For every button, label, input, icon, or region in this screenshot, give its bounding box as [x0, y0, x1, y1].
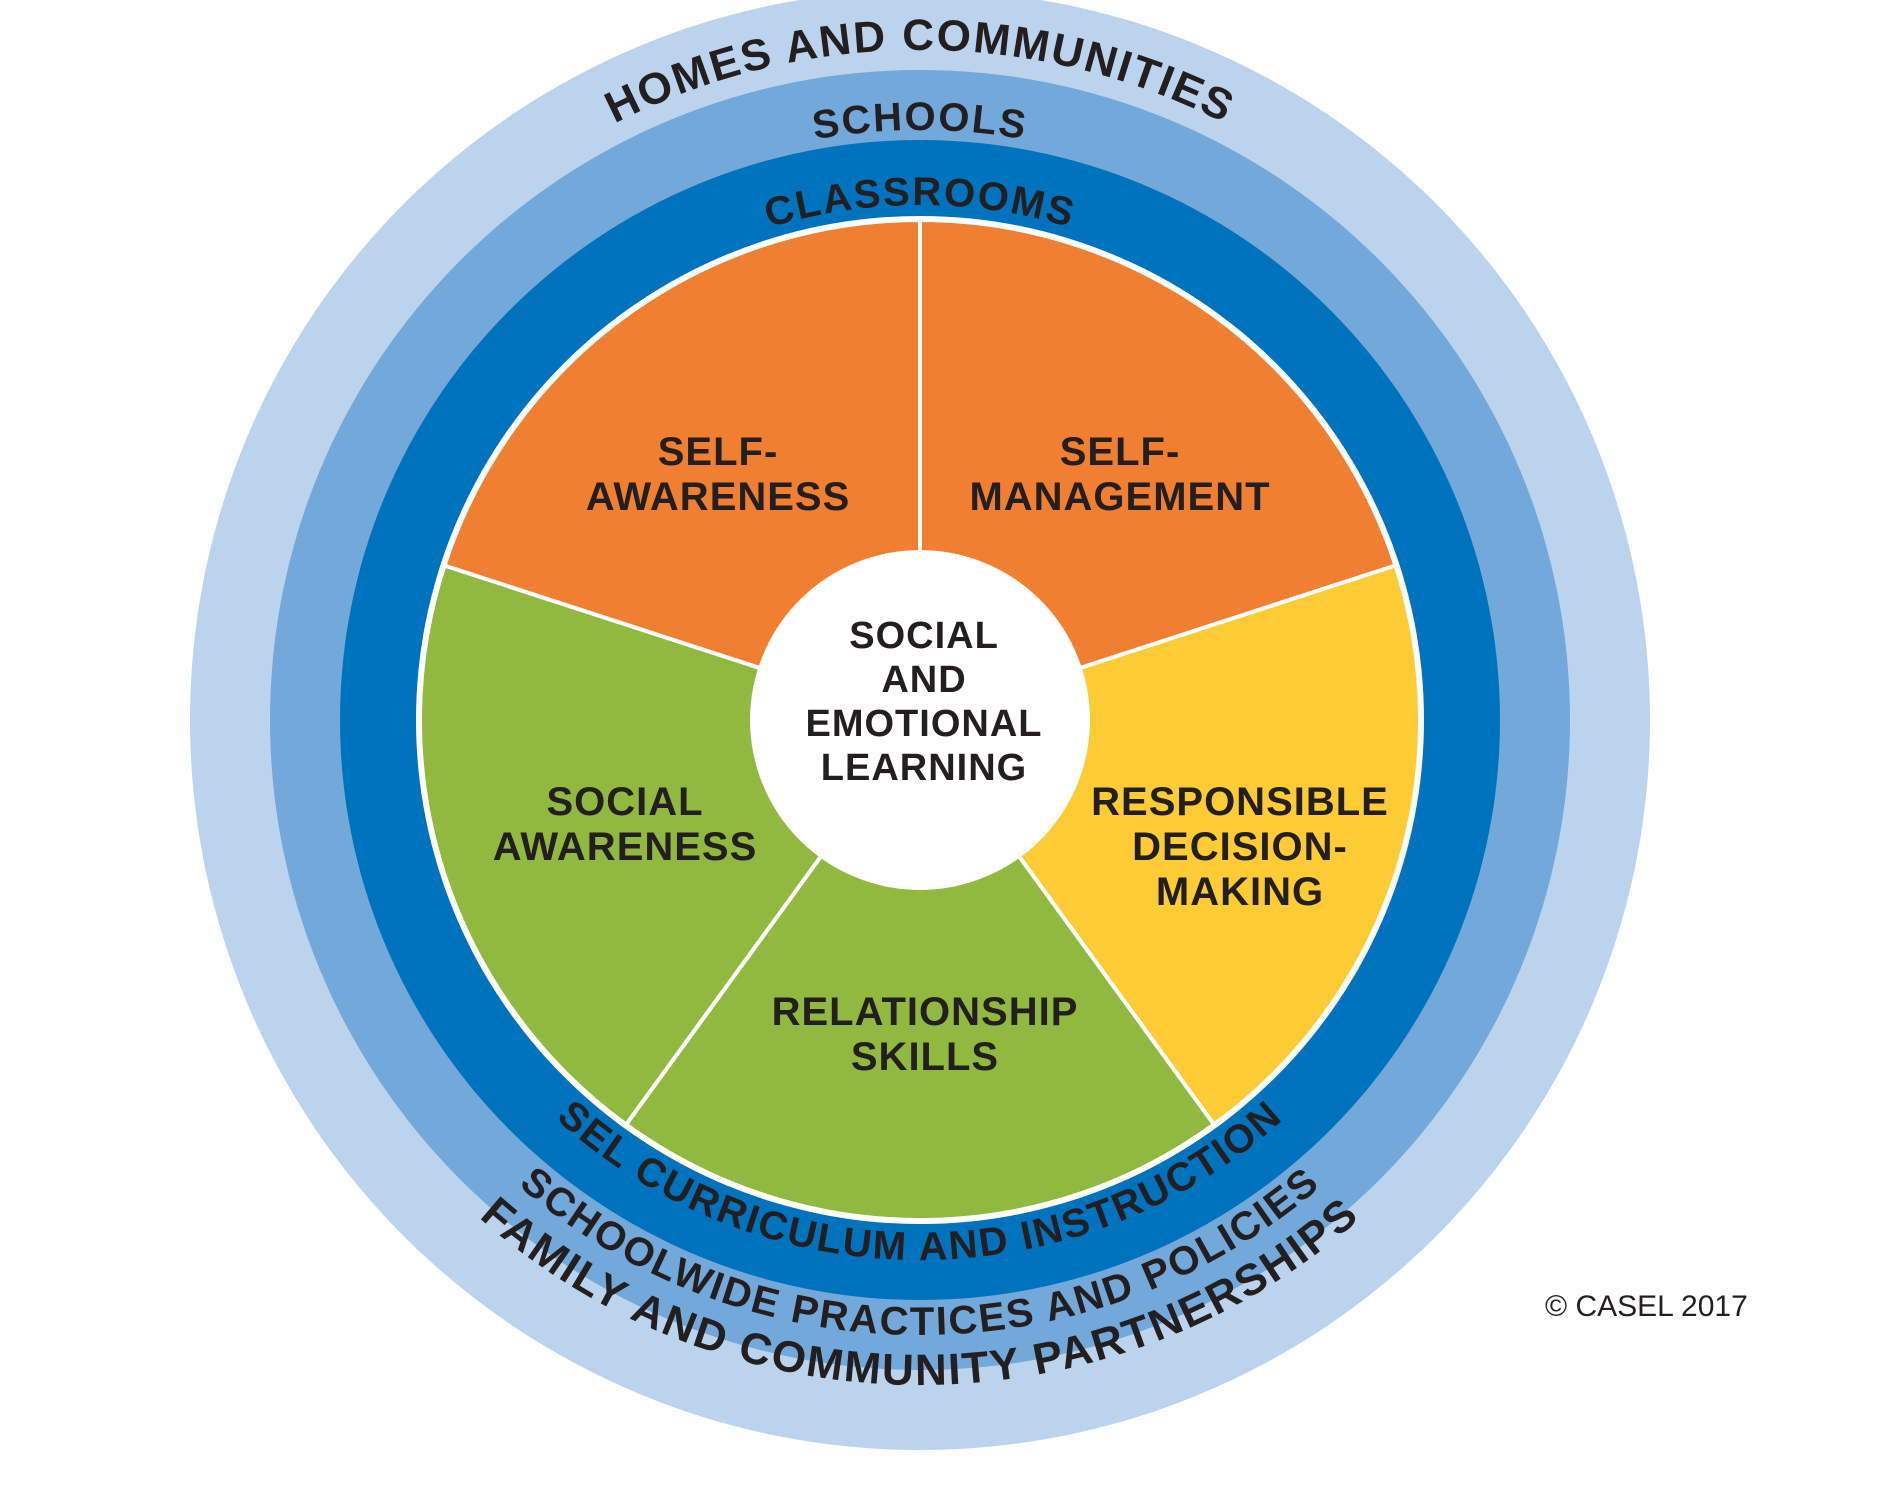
copyright-notice: © CASEL 2017	[1545, 1290, 1748, 1323]
segment-wedge-self-awareness	[441, 217, 922, 723]
segment-label-line: SKILLS	[851, 1035, 999, 1079]
segment-label-line: RELATIONSHIP	[772, 990, 1079, 1034]
segment-relationship-skills: RELATIONSHIP SKILLS	[772, 990, 1079, 1079]
segment-responsible-decision-making: RESPONSIBLE DECISION- MAKING	[1091, 780, 1389, 914]
segment-label-line: AWARENESS	[493, 825, 758, 869]
segment-wedge-self-management	[918, 217, 1399, 723]
segment-wedge-relationship-skills	[623, 716, 1217, 1223]
center-label: SOCIAL AND EMOTIONAL LEARNING	[806, 615, 1043, 789]
segment-label-line: RESPONSIBLE	[1091, 780, 1389, 824]
segment-self-awareness: SELF- AWARENESS	[586, 430, 851, 519]
segment-label-line: MAKING	[1156, 870, 1324, 914]
segment-social-awareness: SOCIAL AWARENESS	[493, 780, 758, 869]
segment-label-line: AWARENESS	[586, 475, 851, 519]
segment-label-line: SELF-	[658, 430, 779, 474]
segment-label-line: DECISION-	[1132, 825, 1348, 869]
center-circle	[750, 550, 1090, 890]
segment-label-line: SELF-	[1060, 430, 1181, 474]
segments	[418, 217, 1422, 1223]
center-label-line: SOCIAL	[849, 615, 999, 657]
center-label-line: LEARNING	[821, 747, 1027, 789]
segment-label-line: SOCIAL	[546, 780, 703, 824]
center-label-line: AND	[881, 659, 966, 701]
segment-label-line: MANAGEMENT	[969, 475, 1270, 519]
center-label-line: EMOTIONAL	[806, 703, 1043, 745]
segment-self-management: SELF- MANAGEMENT	[969, 430, 1270, 519]
